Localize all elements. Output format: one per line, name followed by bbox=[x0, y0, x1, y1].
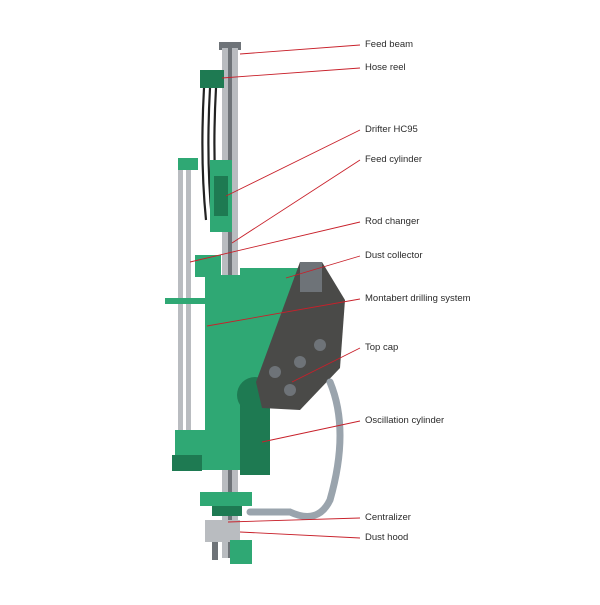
leader-lines bbox=[189, 44, 361, 539]
rod-changer-part bbox=[195, 255, 221, 277]
label-oscillation-cylinder: Oscillation cylinder bbox=[365, 415, 445, 426]
drifter-part bbox=[210, 160, 232, 232]
label-dust-hood: Dust hood bbox=[365, 532, 409, 543]
leader-line-top-cap bbox=[291, 347, 361, 383]
label-centralizer: Centralizer bbox=[365, 512, 411, 523]
dust-hood-part bbox=[205, 520, 252, 564]
leader-line-feed-cylinder bbox=[231, 159, 361, 244]
label-feed-cylinder: Feed cylinder bbox=[365, 154, 423, 165]
drill-rig-machine bbox=[165, 42, 345, 564]
leader-line-centralizer bbox=[227, 517, 361, 523]
label-feed-beam: Feed beam bbox=[365, 39, 414, 50]
label-montabert-drilling-system: Montabert drilling system bbox=[365, 293, 471, 304]
centralizer-part bbox=[200, 492, 252, 516]
leader-line-rod-changer bbox=[189, 221, 361, 263]
leader-line-oscillation-cylinder bbox=[261, 420, 361, 443]
leader-line-dust-collector bbox=[285, 255, 361, 279]
leader-line-feed-beam bbox=[239, 44, 361, 55]
label-drifter-hc95: Drifter HC95 bbox=[365, 124, 418, 135]
flex-hose bbox=[246, 378, 344, 520]
label-top-cap: Top cap bbox=[365, 342, 399, 353]
label-hose-reel: Hose reel bbox=[365, 62, 406, 73]
label-dust-collector: Dust collector bbox=[365, 250, 423, 261]
leader-line-drifter-hc95 bbox=[225, 129, 361, 197]
guide-rods bbox=[178, 158, 198, 470]
leader-line-dust-hood bbox=[239, 531, 361, 539]
leader-line-montabert-drilling-system bbox=[206, 298, 361, 327]
dust-collector-boom bbox=[256, 262, 345, 410]
leader-line-hose-reel bbox=[221, 67, 361, 79]
label-rod-changer: Rod changer bbox=[365, 216, 420, 227]
